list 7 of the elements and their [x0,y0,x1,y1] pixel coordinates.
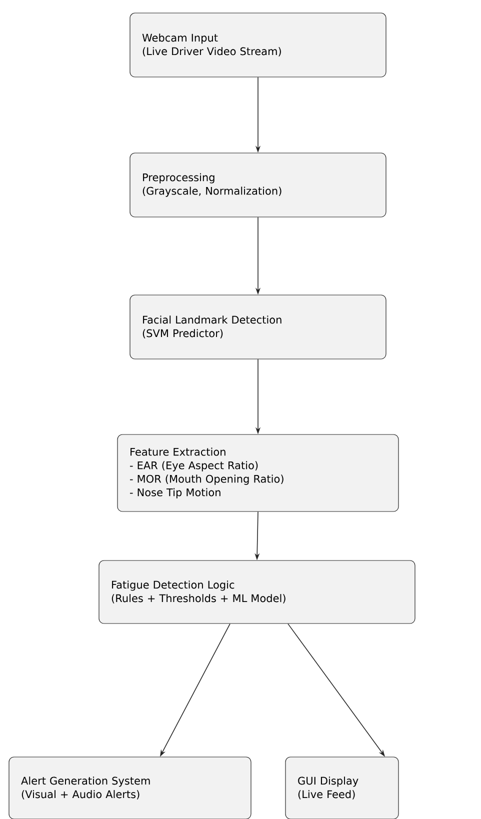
process-box: Preprocessing (Grayscale, Normalization) [130,152,386,218]
process-box: Feature Extraction - EAR (Eye Aspect Ratio) - MOR (Mouth Opening Ratio) - Nose Tip Motion [117,434,399,512]
process-box: Alert Generation System (Visual + Audio Alerts) [8,756,252,819]
process-box: GUI Display (Live Feed) [285,756,399,819]
process-box: Fatigue Detection Logic (Rules + Thresholds + ML Model) [98,560,416,624]
process-box: Facial Landmark Detection (SVM Predictor) [130,294,386,360]
process-box: Webcam Input (Live Driver Video Stream) [130,12,386,78]
